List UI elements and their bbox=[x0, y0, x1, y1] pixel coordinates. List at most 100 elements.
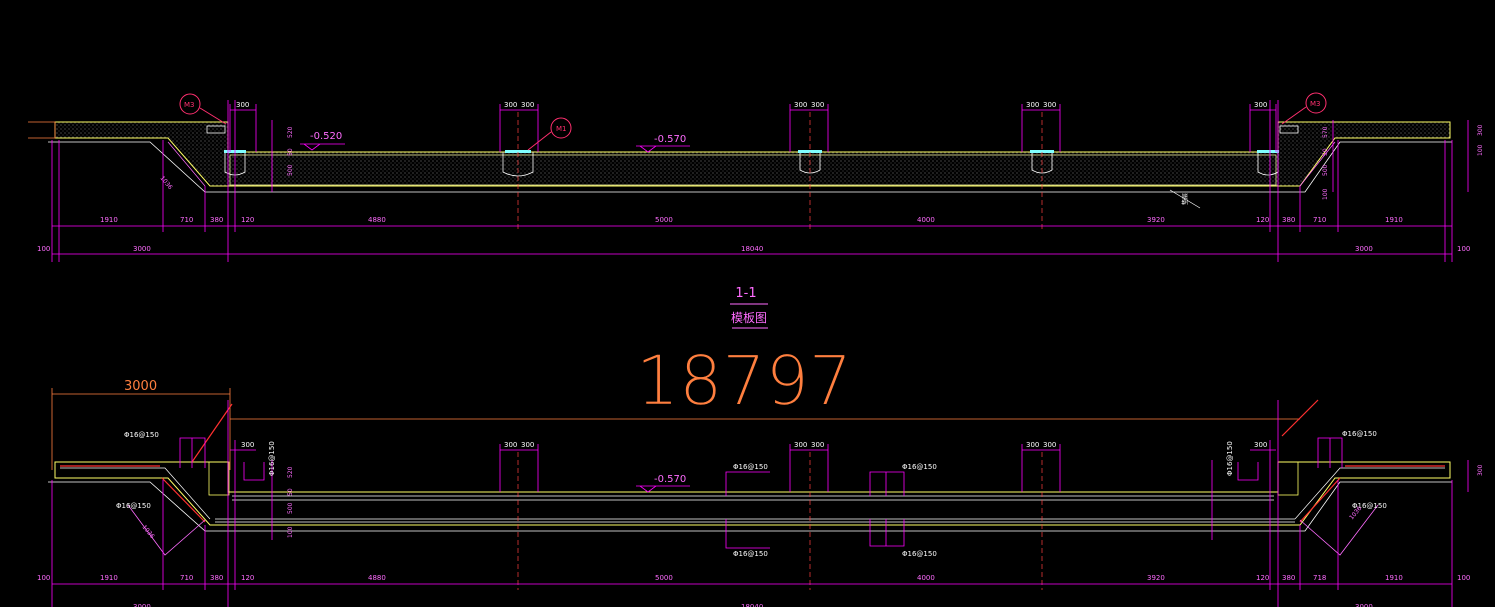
b-dim2-3000-l: 3000 bbox=[133, 603, 151, 607]
top-dim-lines bbox=[51, 100, 1469, 262]
top-dim-710-r: 710 bbox=[1313, 216, 1326, 224]
b-dim-710-l: 710 bbox=[180, 574, 193, 582]
b-vd-100: 100 bbox=[287, 526, 294, 538]
b-rebar-v1: Φ16@150 bbox=[268, 441, 276, 476]
section-number: 1-1 bbox=[735, 286, 756, 301]
top-dim2-100-l: 100 bbox=[37, 245, 50, 253]
b-leader-vl bbox=[243, 462, 265, 481]
top-dim2-18040: 18040 bbox=[741, 245, 763, 253]
b-dim-380-l: 380 bbox=[210, 574, 223, 582]
b-w-text-8: 300 bbox=[1254, 441, 1267, 449]
callout-m3-right-leader bbox=[1281, 106, 1307, 125]
bottom-red-bars bbox=[60, 399, 1445, 523]
top-dim2-100-r: 100 bbox=[1457, 245, 1470, 253]
top-dim-1910-r: 1910 bbox=[1385, 216, 1403, 224]
b-rebar-2: Φ16@150 bbox=[116, 502, 151, 510]
callout-m1 bbox=[550, 117, 572, 139]
top-dim2-3000-r: 3000 bbox=[1355, 245, 1373, 253]
b-dim-5000: 5000 bbox=[655, 574, 673, 582]
bottom-chamfer-left bbox=[127, 504, 206, 556]
level-label-2: -0.570 bbox=[654, 134, 686, 145]
top-section: -0.520 -0.570 M3 M1 M3 1910 710 380 120 … bbox=[28, 92, 1484, 262]
b-w-text-4: 300 bbox=[794, 441, 807, 449]
b-dim2-18040: 18040 bbox=[741, 603, 763, 607]
section-title: 1-1 模板图 bbox=[730, 286, 768, 329]
b-dim-1910-l: 1910 bbox=[100, 574, 118, 582]
b-leader-mid-top bbox=[725, 471, 770, 496]
callout-m1-leader bbox=[527, 131, 552, 151]
top-w-2: 300 bbox=[504, 101, 517, 109]
b-dim-1910-r: 1910 bbox=[1385, 574, 1403, 582]
callout-label-1: M3 bbox=[184, 101, 195, 109]
top-cushion-line bbox=[48, 141, 1452, 193]
top-vd-50r: 50 bbox=[1322, 148, 1329, 156]
b-leader-left bbox=[179, 437, 206, 468]
b-leader-mid-bot bbox=[725, 519, 770, 549]
top-w-8: 300 bbox=[1254, 101, 1267, 109]
bottom-wall-left bbox=[208, 461, 230, 496]
b-level-marker bbox=[636, 485, 690, 493]
b-rebar-6: Φ16@150 bbox=[902, 550, 937, 558]
top-slope-inner-r bbox=[1299, 141, 1336, 187]
top-dim-5000: 5000 bbox=[655, 216, 673, 224]
b-rebar-3: Φ16@150 bbox=[733, 463, 768, 471]
big-length-number: 18797 bbox=[636, 342, 852, 421]
top-w-3: 300 bbox=[521, 101, 534, 109]
top-slope-inner bbox=[167, 141, 206, 187]
top-vd-100: 100 bbox=[1477, 144, 1484, 156]
b-vd-520: 520 bbox=[287, 466, 294, 478]
callout-m3-left-leader bbox=[199, 107, 227, 125]
b-dim-718-r: 718 bbox=[1313, 574, 1326, 582]
red-slope-l bbox=[161, 477, 206, 523]
top-dim-120-r: 120 bbox=[1256, 216, 1269, 224]
bottom-length-label: 3000 bbox=[124, 379, 157, 394]
pit-cap-5 bbox=[1257, 150, 1279, 153]
b-leader-r-bot bbox=[869, 519, 905, 547]
b-rebar-5: Φ16@150 bbox=[902, 463, 937, 471]
b-vd-500: 500 bbox=[287, 502, 294, 514]
top-dim-4880: 4880 bbox=[368, 216, 386, 224]
b-vd-50: 50 bbox=[287, 488, 294, 496]
top-vd-500r: 500 bbox=[1322, 164, 1329, 176]
bottom-cushion-line bbox=[48, 481, 1452, 532]
b-rebar-7: Φ16@150 bbox=[1342, 430, 1377, 438]
top-slope-leader bbox=[1169, 189, 1201, 209]
b-dim-100-r: 100 bbox=[1457, 574, 1470, 582]
pit-cap-4 bbox=[1030, 150, 1054, 153]
top-dim2-3000-l: 3000 bbox=[133, 245, 151, 253]
level-marker-1 bbox=[300, 143, 345, 151]
b-w-text-2: 300 bbox=[504, 441, 517, 449]
callout-m3-left bbox=[179, 93, 201, 115]
level-marker-2 bbox=[636, 145, 690, 153]
top-dim-1910-l: 1910 bbox=[100, 216, 118, 224]
callout-m3-right bbox=[1305, 92, 1327, 114]
b-w-text-6: 300 bbox=[1026, 441, 1039, 449]
b-rebar-4: Φ16@150 bbox=[733, 550, 768, 558]
b-leader-right bbox=[1317, 437, 1343, 468]
b-dim-4000: 4000 bbox=[917, 574, 935, 582]
red-slash-left bbox=[191, 403, 233, 463]
b-slope-label-l: 1036 bbox=[140, 524, 155, 540]
top-vd-50: 50 bbox=[287, 148, 294, 156]
b-rebar-8: Φ16@150 bbox=[1352, 502, 1387, 510]
b-rebar-1: Φ16@150 bbox=[124, 431, 159, 439]
top-callouts bbox=[179, 92, 1327, 151]
level-label-1: -0.520 bbox=[310, 131, 342, 142]
top-dim-4000: 4000 bbox=[917, 216, 935, 224]
rebar-right-slope bbox=[1294, 467, 1445, 520]
b-dim-120-l: 120 bbox=[241, 574, 254, 582]
top-vd-100r: 100 bbox=[1322, 188, 1329, 200]
pit-cap-2 bbox=[505, 150, 531, 153]
top-slab-inner bbox=[229, 154, 1277, 186]
top-w-1: 300 bbox=[236, 101, 249, 109]
top-dim-380-r: 380 bbox=[1282, 216, 1295, 224]
bottom-dim-lines bbox=[51, 400, 1469, 607]
top-dim-710-l: 710 bbox=[180, 216, 193, 224]
top-vd-570: 570 bbox=[1322, 126, 1329, 138]
b-vd-300: 300 bbox=[1477, 464, 1484, 476]
top-w-6: 300 bbox=[1026, 101, 1039, 109]
b-w-text-1: 300 bbox=[241, 441, 254, 449]
top-dim-3920: 3920 bbox=[1147, 216, 1165, 224]
b-leader-vr bbox=[1237, 462, 1259, 481]
b-dim-380-r: 380 bbox=[1282, 574, 1295, 582]
